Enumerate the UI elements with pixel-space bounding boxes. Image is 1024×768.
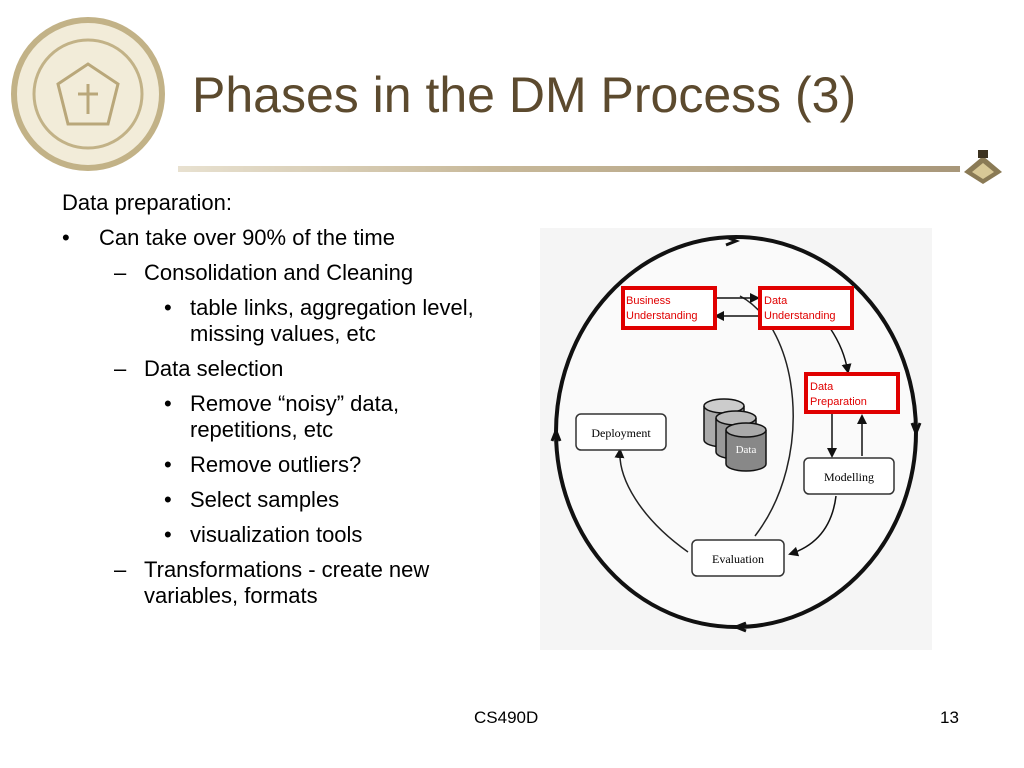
sub-sub-item: • Remove “noisy” data, repetitions, etc — [62, 391, 492, 443]
bullet-marker: • — [164, 452, 172, 477]
sub-item: – Data selection — [62, 356, 492, 382]
sub-sub-item: • Select samples — [62, 487, 492, 513]
bullet-marker: • — [164, 487, 172, 512]
sub-sub-item: • table links, aggregation level, missin… — [62, 295, 492, 347]
phase-business-understanding: Business Understanding — [621, 286, 717, 330]
data-store-icon: Data — [703, 398, 767, 472]
phase-data-preparation: Data Preparation — [804, 372, 900, 414]
phase-data-understanding: Data Understanding — [758, 286, 854, 330]
svg-text:Data: Data — [764, 295, 788, 307]
sub-sub-item-text: Remove outliers? — [190, 452, 362, 477]
svg-text:Data: Data — [810, 381, 834, 393]
sub-sub-item-text: Select samples — [190, 487, 340, 512]
sub-item: – Transformations - create new variables… — [62, 557, 492, 609]
sub-sub-item-text: visualization tools — [190, 522, 363, 547]
svg-text:Modelling: Modelling — [824, 470, 874, 484]
dm-process-diagram: Business Understanding Data Understandin… — [540, 228, 932, 650]
slide-number: 13 — [940, 708, 959, 727]
bullet-marker: • — [164, 295, 172, 320]
dash-marker: – — [114, 260, 127, 285]
dash-marker: – — [114, 557, 127, 582]
purdue-seal-logo — [11, 17, 165, 171]
svg-text:Deployment: Deployment — [591, 426, 651, 440]
phase-evaluation: Evaluation — [691, 539, 785, 577]
sub-sub-item-text: Remove “noisy” data, repetitions, etc — [190, 391, 400, 442]
cycle-arrow-icon — [725, 235, 741, 247]
cycle-arrow-icon — [731, 621, 747, 633]
intro-text: Data preparation: — [62, 190, 232, 215]
inner-cycle-arc — [614, 448, 689, 553]
svg-text:Understanding: Understanding — [626, 310, 698, 322]
sub-item-text: Transformations - create new variables, … — [144, 557, 430, 608]
sub-sub-item: • Remove outliers? — [62, 452, 492, 478]
slide-title: Phases in the DM Process (3) — [192, 67, 857, 123]
sub-sub-item: • visualization tools — [62, 522, 492, 548]
dash-marker: – — [114, 356, 127, 381]
sub-item: – Consolidation and Cleaning — [62, 260, 492, 286]
slide-body: Data preparation: • Can take over 90% of… — [62, 186, 492, 609]
bullet-marker: • — [62, 225, 70, 250]
footer-course: CS490D — [474, 708, 539, 727]
bullet-text: Can take over 90% of the time — [99, 225, 395, 250]
phase-deployment: Deployment — [575, 413, 667, 451]
svg-text:Preparation: Preparation — [810, 396, 867, 408]
sub-item-text: Data selection — [144, 356, 284, 381]
title-divider — [178, 166, 960, 172]
bullet-item: • Can take over 90% of the time — [62, 225, 492, 251]
phase-modelling: Modelling — [803, 457, 895, 495]
svg-text:Data: Data — [736, 444, 757, 456]
cycle-arrow-icon — [910, 422, 922, 438]
boilermaker-mascot-icon — [964, 150, 1002, 184]
svg-text:Evaluation: Evaluation — [712, 552, 764, 566]
sub-sub-item-text: table links, aggregation level, missing … — [190, 295, 474, 346]
bullet-marker: • — [164, 522, 172, 547]
bullet-marker: • — [164, 391, 172, 416]
svg-text:Business: Business — [626, 295, 671, 307]
sub-item-text: Consolidation and Cleaning — [144, 260, 414, 285]
svg-text:Understanding: Understanding — [764, 310, 836, 322]
cycle-arrow-icon — [550, 426, 562, 442]
